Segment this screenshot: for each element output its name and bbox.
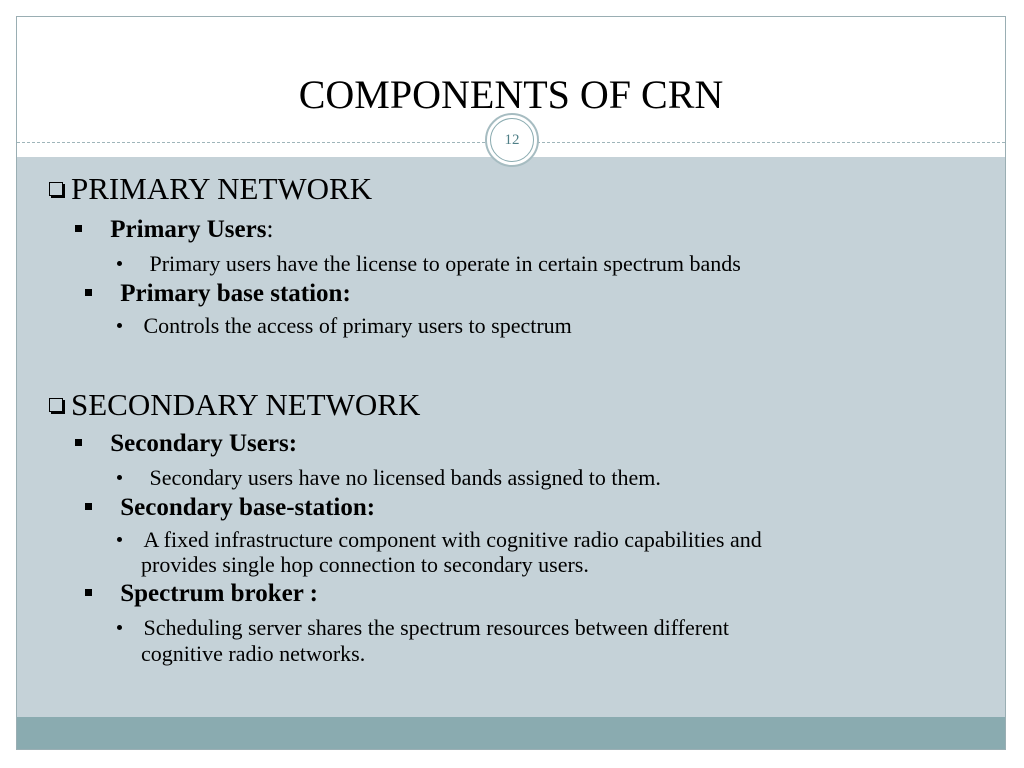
item-spectrum-broker: Spectrum broker : <box>85 579 318 609</box>
footer-bar <box>17 717 1005 749</box>
item-primary-users: Primary Users: <box>75 215 273 245</box>
slide-number-badge: 12 <box>485 113 539 167</box>
dot-bullet-icon <box>117 323 122 329</box>
item-secondary-users: Secondary Users: <box>75 429 297 459</box>
section-heading-secondary: SECONDARY NETWORK <box>49 387 420 423</box>
dot-bullet-icon <box>117 261 122 267</box>
square-bullet-icon <box>75 438 82 446</box>
item-secondary-base-station: Secondary base-station: <box>85 493 375 523</box>
detail-secondary-base-station-cont: provides single hop connection to second… <box>141 552 589 577</box>
slide-number: 12 <box>504 131 520 148</box>
dot-bullet-icon <box>117 625 122 631</box>
section-heading-primary: PRIMARY NETWORK <box>49 171 372 207</box>
detail-primary-users: Primary users have the license to operat… <box>117 251 741 277</box>
dot-bullet-icon <box>117 475 122 481</box>
detail-spectrum-broker: Scheduling server shares the spectrum re… <box>117 615 729 641</box>
square-bullet-icon <box>85 588 92 596</box>
square-bullet-icon <box>85 502 92 510</box>
content-panel <box>17 157 1005 717</box>
slide-title: COMPONENTS OF CRN <box>298 72 724 117</box>
checkbox-bullet-icon <box>49 181 63 196</box>
detail-secondary-users: Secondary users have no licensed bands a… <box>117 465 661 491</box>
detail-primary-base-station: Controls the access of primary users to … <box>117 313 572 339</box>
item-primary-base-station: Primary base station: <box>85 279 351 309</box>
square-bullet-icon <box>75 224 82 232</box>
checkbox-bullet-icon <box>49 397 63 412</box>
dot-bullet-icon <box>117 537 122 543</box>
detail-secondary-base-station: A fixed infrastructure component with co… <box>117 527 762 553</box>
detail-spectrum-broker-cont: cognitive radio networks. <box>141 641 366 666</box>
square-bullet-icon <box>85 288 92 296</box>
slide: COMPONENTS OF CRN 12 PRIMARY NETWORK Pri… <box>16 16 1006 750</box>
